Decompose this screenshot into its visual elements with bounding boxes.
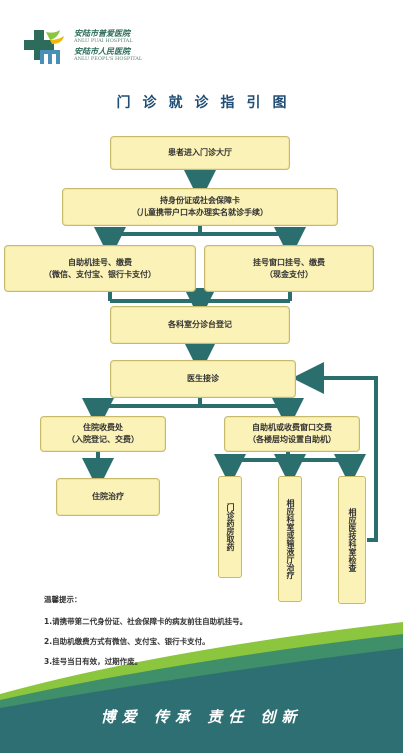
hospital-name-en-2: ANLU PEOPL'S HOSPITAL bbox=[74, 56, 143, 62]
box-triage: 各科室分诊台登记 bbox=[110, 306, 290, 344]
box-infusion-text: 相应科室或输液厅治疗 bbox=[286, 499, 295, 579]
box-self-service-register: 自助机挂号、缴费 （微信、支付宝、银行卡支付） bbox=[4, 245, 196, 292]
box-pharmacy: 门诊药房取药 bbox=[218, 476, 242, 578]
box-inpatient-line2: （入院登记、交费） bbox=[67, 435, 139, 444]
box-enter-hall: 患者进入门诊大厅 bbox=[110, 136, 290, 170]
box-infusion: 相应科室或输液厅治疗 bbox=[278, 476, 302, 602]
box-payment: 自助机或收费窗口交费 （各楼层均设置自助机） bbox=[224, 416, 360, 452]
box-inpatient-line1: 住院收费处 bbox=[83, 423, 123, 432]
tip-item-3: 3.挂号当日有效，过期作废。 bbox=[44, 657, 143, 666]
hospital-name-cn-1: 安陆市普爱医院 bbox=[74, 28, 130, 38]
bottom-wave-decoration bbox=[0, 622, 403, 753]
box-self-service-line1: 自助机挂号、缴费 bbox=[68, 257, 132, 267]
box-payment-line1: 自助机或收费窗口交费 bbox=[252, 423, 332, 432]
page-title: 门诊就诊指引图 bbox=[116, 95, 299, 111]
box-enter-hall-text: 患者进入门诊大厅 bbox=[168, 148, 232, 157]
box-payment-line2: （各楼层均设置自助机） bbox=[248, 435, 336, 444]
box-inpatient-cashier: 住院收费处 （入院登记、交费） bbox=[40, 416, 166, 452]
box-pharmacy-text: 门诊药房取药 bbox=[226, 503, 235, 551]
box-exam: 相应医技科室检查 bbox=[338, 476, 366, 604]
box-exam-text: 相应医技科室检查 bbox=[348, 508, 357, 572]
slogan: 博爱 传承 责任 创新 bbox=[100, 708, 303, 726]
tip-item-1: 1.请携带第二代身份证、社会保障卡的病友前往自助机挂号。 bbox=[44, 617, 248, 626]
box-treatment-text: 住院治疗 bbox=[92, 492, 124, 501]
hospital-name-en-1: ANLU PUAI HOSPITAL bbox=[74, 38, 133, 44]
box-bring-id-line2: （儿童携带户口本办理实名就诊手续） bbox=[132, 208, 268, 217]
box-window-line2: （现金支付） bbox=[265, 269, 313, 279]
box-bring-id: 持身份证或社会保障卡 （儿童携带户口本办理实名就诊手续） bbox=[62, 188, 338, 226]
hospital-logo: 安陆市普爱医院 ANLU PUAI HOSPITAL 安陆市人民医院 ANLU … bbox=[20, 26, 150, 66]
hospital-name-cn-2: 安陆市人民医院 bbox=[74, 46, 130, 56]
box-window-line1: 挂号窗口挂号、缴费 bbox=[253, 257, 325, 267]
box-window-register: 挂号窗口挂号、缴费 （现金支付） bbox=[204, 245, 374, 292]
tip-item-2: 2.自助机缴费方式有微信、支付宝、银行卡支付。 bbox=[44, 637, 210, 646]
hospital-emblem-icon bbox=[24, 30, 64, 64]
box-self-service-line2: （微信、支付宝、银行卡支付） bbox=[44, 269, 156, 279]
box-doctor-text: 医生接诊 bbox=[187, 374, 219, 383]
box-hospital-treatment: 住院治疗 bbox=[56, 478, 160, 516]
box-triage-text: 各科室分诊台登记 bbox=[168, 320, 232, 329]
box-doctor: 医生接诊 bbox=[110, 360, 296, 398]
box-bring-id-line1: 持身份证或社会保障卡 bbox=[160, 196, 240, 205]
tips-heading: 温馨提示： bbox=[44, 595, 82, 604]
arrow-exam-return-to-doctor bbox=[292, 362, 378, 542]
